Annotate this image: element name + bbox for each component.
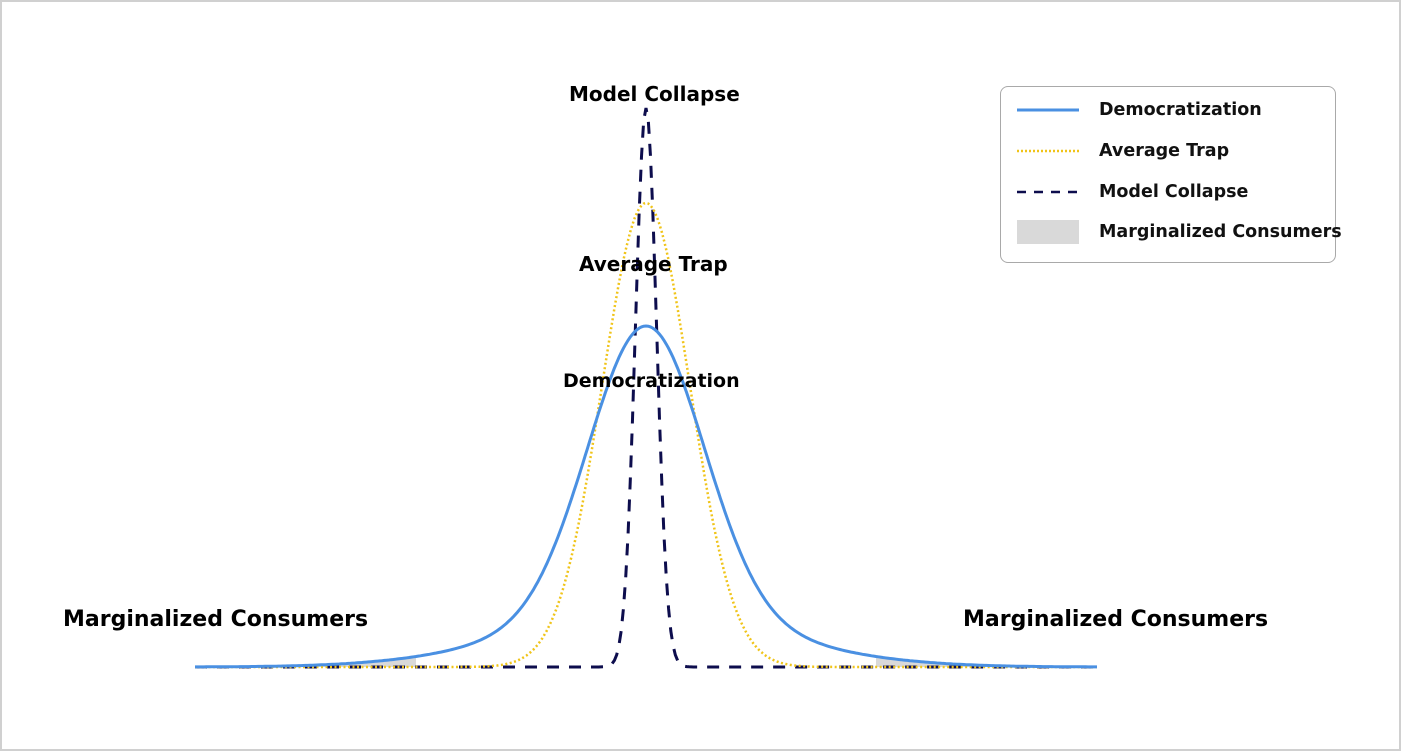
average-trap-curve bbox=[195, 201, 1097, 669]
average-trap-annotation: Average Trap bbox=[579, 252, 728, 276]
dotted-line-swatch-icon bbox=[1017, 149, 1079, 153]
legend-item-model-collapse: Model Collapse bbox=[1001, 177, 1335, 207]
legend-item-democratization: Democratization bbox=[1001, 95, 1335, 125]
legend-label: Average Trap bbox=[1099, 141, 1230, 161]
dashed-line-swatch-icon bbox=[1017, 190, 1079, 194]
filled-area-swatch-icon bbox=[1017, 220, 1079, 244]
solid-line-swatch-icon bbox=[1017, 108, 1079, 112]
model-collapse-annotation: Model Collapse bbox=[569, 82, 740, 106]
chart-legend: Democratization Average Trap Model Colla… bbox=[1000, 86, 1342, 263]
democratization-annotation: Democratization bbox=[563, 370, 740, 392]
marginalized-consumers-right-annotation: Marginalized Consumers bbox=[963, 607, 1269, 632]
marginalized-consumers-left-annotation: Marginalized Consumers bbox=[63, 607, 369, 632]
marginalized-consumers-left-region bbox=[195, 656, 416, 667]
legend-label: Marginalized Consumers bbox=[1099, 222, 1342, 242]
legend-item-average-trap: Average Trap bbox=[1001, 136, 1335, 166]
model-collapse-curve bbox=[195, 107, 1097, 669]
marginalized-consumers-right-region bbox=[876, 656, 1097, 667]
legend-label: Democratization bbox=[1099, 100, 1262, 120]
legend-item-marginalized-consumers: Marginalized Consumers bbox=[1001, 217, 1342, 247]
democratization-curve bbox=[195, 324, 1097, 669]
legend-label: Model Collapse bbox=[1099, 182, 1249, 202]
